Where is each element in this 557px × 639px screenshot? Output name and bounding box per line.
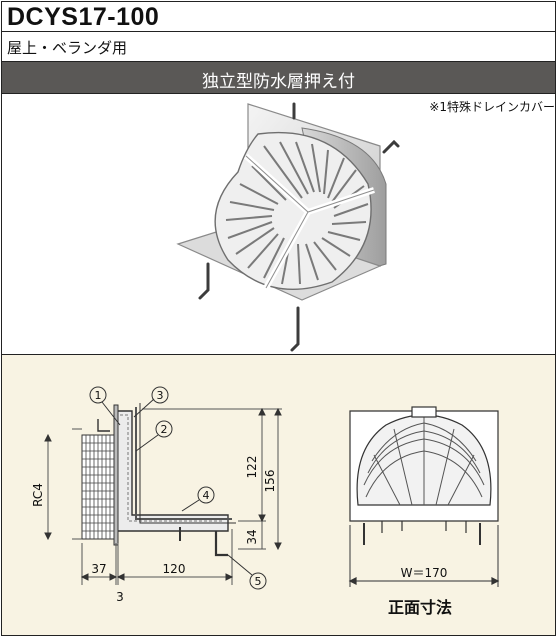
title-row: DCYS17-100	[2, 2, 555, 32]
drain-product-illustration	[176, 102, 400, 352]
category-bar: 独立型防水層押え付	[2, 62, 555, 94]
dimension-drawing: 1 3 2 4 5 RC4 122 156 34 37 120 3	[31, 386, 500, 617]
front-view	[348, 406, 500, 587]
callout-5: 5	[255, 575, 262, 588]
dim-height-total: 156	[263, 470, 277, 493]
callout-1: 1	[95, 389, 102, 402]
callout-4: 4	[203, 489, 210, 502]
callout-2: 2	[161, 423, 168, 436]
usage-row: 屋上・ベランダ用	[2, 32, 555, 62]
dim-flange: 3	[116, 590, 124, 604]
section-view	[44, 386, 282, 590]
dim-depth-left: 37	[91, 562, 106, 576]
dim-pipe-size: RC4	[31, 483, 45, 507]
model-number: DCYS17-100	[7, 3, 160, 31]
cover-note: ※1特殊ドレインカバー	[429, 100, 555, 114]
front-view-caption: 正面寸法	[388, 598, 452, 617]
product-photo-panel: ※1特殊ドレインカバー	[2, 94, 555, 355]
dim-depth-main: 120	[163, 562, 186, 576]
dim-height-upper: 122	[245, 456, 259, 479]
callout-3: 3	[157, 389, 164, 402]
usage-label: 屋上・ベランダ用	[7, 39, 128, 57]
dim-height-lower: 34	[245, 529, 259, 544]
category-label: 独立型防水層押え付	[202, 72, 355, 92]
dim-width: W＝170	[401, 566, 448, 580]
dimension-drawing-panel: 1 3 2 4 5 RC4 122 156 34 37 120 3	[2, 355, 555, 635]
